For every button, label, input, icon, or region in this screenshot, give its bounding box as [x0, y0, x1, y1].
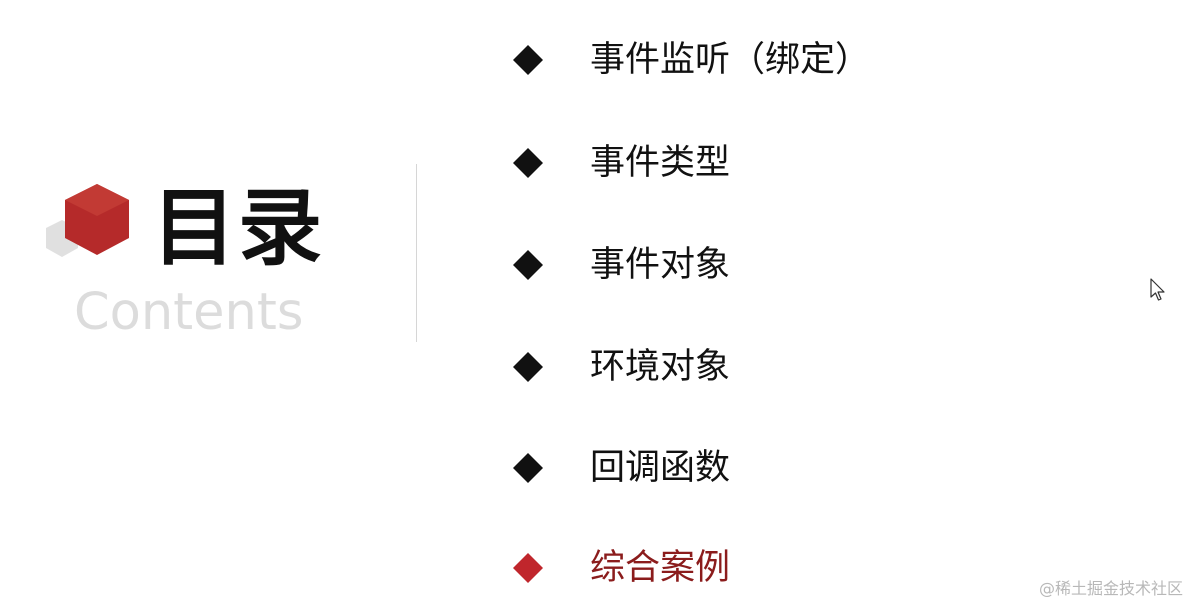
diamond-bullet-icon [510, 450, 546, 486]
agenda-item-label: 事件类型 [590, 143, 731, 183]
agenda-item-label: 事件监听（绑定） [590, 40, 871, 80]
agenda-item[interactable]: 回调函数 [510, 443, 930, 493]
agenda-item[interactable]: 事件对象 [510, 240, 930, 290]
diamond-bullet-icon [510, 145, 546, 181]
watermark: @稀土掘金技术社区 [1038, 579, 1183, 598]
page-title: 目录 [152, 179, 325, 277]
page-subtitle: Contents [74, 283, 304, 342]
vertical-divider [416, 164, 417, 342]
agenda-item[interactable]: 事件类型 [510, 138, 930, 188]
mouse-pointer-icon [1150, 278, 1166, 302]
agenda-item-active[interactable]: 综合案例 [510, 543, 930, 593]
agenda-item-label: 事件对象 [590, 245, 731, 285]
diamond-bullet-icon [510, 550, 546, 586]
agenda-item-label: 环境对象 [590, 347, 731, 387]
diamond-bullet-icon [510, 42, 546, 78]
logo-cubes-icon [44, 180, 134, 270]
agenda-item[interactable]: 环境对象 [510, 342, 930, 392]
agenda-item-label: 回调函数 [590, 448, 731, 488]
agenda-item[interactable]: 事件监听（绑定） [510, 35, 930, 85]
agenda-item-label: 综合案例 [590, 548, 731, 588]
diamond-bullet-icon [510, 247, 546, 283]
diamond-bullet-icon [510, 349, 546, 385]
